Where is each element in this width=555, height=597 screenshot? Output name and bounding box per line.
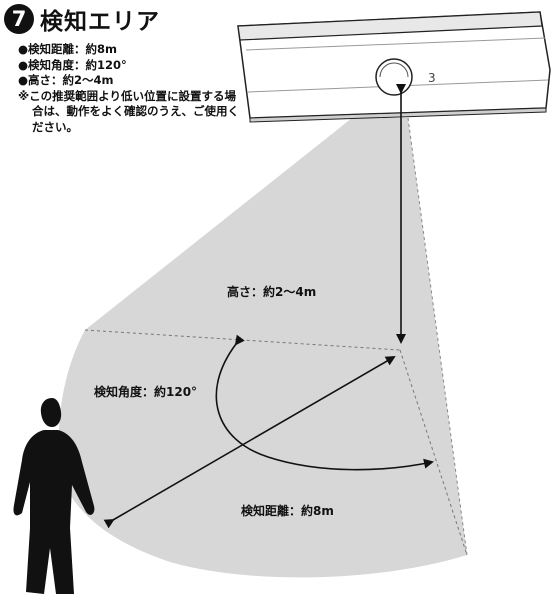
height-label: 高さ：約2～4m <box>227 285 317 299</box>
angle-arc <box>215 334 434 471</box>
spec-distance: ●検知距離：約8m <box>18 42 118 56</box>
cone-edge-line <box>407 117 468 556</box>
section-number-badge: 7 <box>4 4 34 34</box>
angle-label: 検知角度：約120° <box>94 385 198 399</box>
section-header: 7 検知エリア <box>4 2 160 36</box>
spec-note: ※この推奨範囲より低い位置に設置する場合は、動作をよく確認のうえ、ご使用ください… <box>18 88 239 134</box>
spec-list: ●検知距離：約8m ●検知角度：約120° ●高さ：約2～4m ※この推奨範囲よ… <box>18 42 247 135</box>
spec-angle: ●検知角度：約120° <box>18 57 127 72</box>
sensor-device <box>237 11 551 123</box>
spec-height: ●高さ：約2～4m <box>18 73 114 87</box>
sensor-lens-icon <box>375 58 413 96</box>
section-title: 検知エリア <box>40 9 160 35</box>
person-silhouette-icon <box>13 398 95 594</box>
device-mark: 3 <box>428 71 436 85</box>
distance-label: 検知距離：約8m <box>241 504 334 518</box>
